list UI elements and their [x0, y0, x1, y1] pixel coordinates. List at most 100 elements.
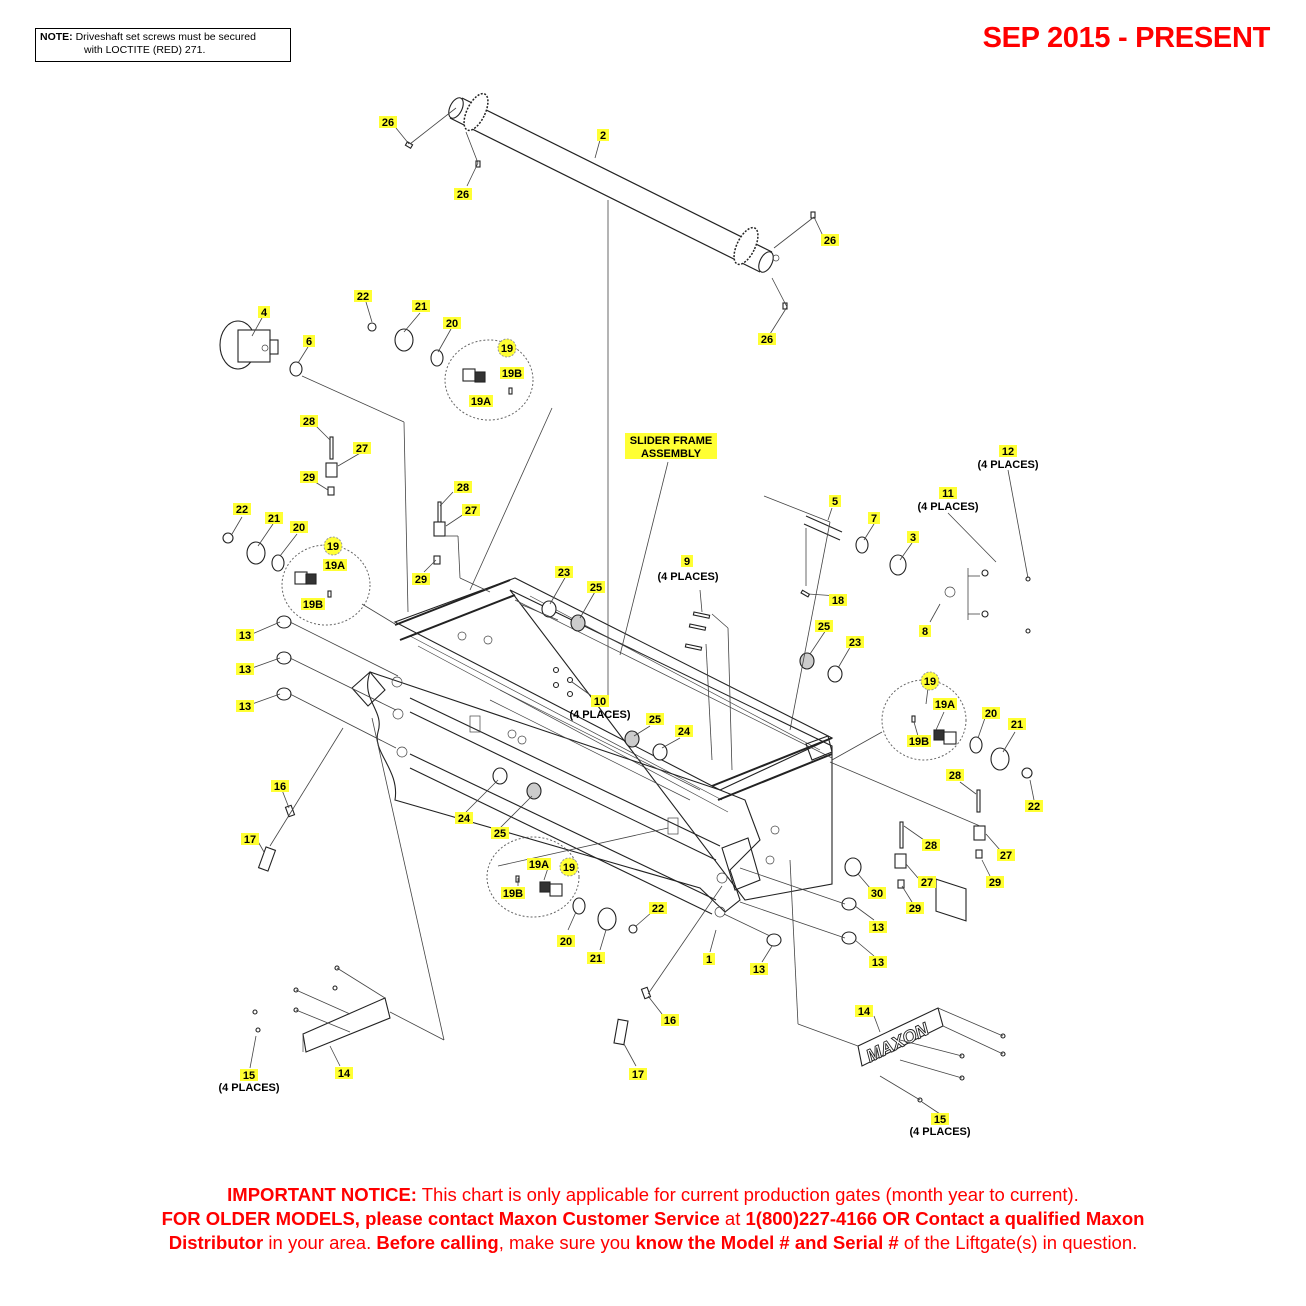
svg-text:24: 24	[458, 813, 471, 825]
callout-22b: 22	[233, 503, 251, 516]
quantity-notes: (4 PLACES) (4 PLACES) (4 PLACES) (4 PLAC…	[218, 459, 1038, 1138]
callout-18: 18	[829, 594, 847, 607]
svg-text:13: 13	[239, 630, 251, 642]
svg-text:26: 26	[761, 334, 773, 346]
callout-23: 23	[555, 566, 573, 579]
cover-plate-left	[252, 965, 391, 1053]
callout-13c: 13	[236, 700, 254, 713]
svg-text:20: 20	[446, 318, 458, 330]
callout-24: 24	[675, 725, 693, 738]
svg-text:13: 13	[753, 964, 765, 976]
important-notice: IMPORTANT NOTICE: This chart is only app…	[0, 1183, 1306, 1255]
callout-19b-d: 19B	[501, 887, 525, 900]
places-note-12: (4 PLACES)	[977, 459, 1038, 471]
callout-27b: 27	[462, 504, 480, 517]
callout-6: 6	[303, 335, 315, 348]
svg-text:6: 6	[306, 336, 312, 348]
callout-16: 16	[271, 780, 289, 793]
callout-24b: 24	[455, 812, 473, 825]
svg-text:13: 13	[239, 701, 251, 713]
svg-text:19B: 19B	[503, 888, 523, 900]
callout-1: 1	[703, 953, 715, 966]
callout-14b: 14	[855, 1005, 873, 1018]
callout-30: 30	[868, 887, 886, 900]
svg-text:19A: 19A	[471, 396, 491, 408]
svg-text:7: 7	[871, 513, 877, 525]
right-drive-stub	[800, 515, 1031, 922]
notice-text-end: of the Liftgate(s) in question.	[898, 1232, 1138, 1253]
sprocket-right	[733, 226, 759, 266]
callout-26b: 26	[454, 188, 472, 201]
svg-text:27: 27	[465, 505, 477, 517]
svg-text:17: 17	[244, 834, 256, 846]
svg-text:21: 21	[268, 513, 280, 525]
svg-text:14: 14	[858, 1006, 871, 1018]
callout-19b-b: 19B	[301, 598, 325, 611]
places-note-11: (4 PLACES)	[917, 501, 978, 513]
callout-25b: 25	[815, 620, 833, 633]
callout-19a-c: 19A	[933, 698, 957, 711]
svg-text:3: 3	[910, 532, 916, 544]
svg-text:26: 26	[382, 117, 394, 129]
svg-text:29: 29	[415, 574, 427, 586]
svg-text:13: 13	[239, 664, 251, 676]
callout-19b: 19	[323, 536, 343, 556]
svg-text:19A: 19A	[529, 859, 549, 871]
callout-20c: 20	[982, 707, 1000, 720]
svg-text:19B: 19B	[303, 599, 323, 611]
callout-27c: 27	[918, 876, 936, 889]
svg-text:17: 17	[632, 1069, 644, 1081]
callout-16b: 16	[661, 1014, 679, 1027]
callout-19a-d: 19A	[527, 858, 551, 871]
callout-9: 9	[681, 555, 693, 568]
callout-25: 25	[587, 581, 605, 594]
callout-13d: 13	[869, 921, 887, 934]
callout-12: 12	[999, 445, 1017, 458]
svg-text:5: 5	[832, 496, 838, 508]
bushings	[492, 600, 862, 877]
assembly-label-line-2: ASSEMBLY	[641, 448, 702, 460]
callout-19a: 19A	[469, 395, 493, 408]
callout-14: 14	[335, 1067, 353, 1080]
callout-19c: 19	[920, 671, 940, 691]
svg-text:15: 15	[243, 1070, 255, 1082]
svg-text:29: 29	[303, 472, 315, 484]
svg-text:19A: 19A	[325, 560, 345, 572]
callout-19b-c: 19B	[907, 735, 931, 748]
svg-text:16: 16	[664, 1015, 676, 1027]
note-label: NOTE:	[40, 31, 73, 43]
svg-text:9: 9	[684, 556, 690, 568]
svg-text:22: 22	[357, 291, 369, 303]
svg-text:11: 11	[942, 488, 954, 500]
notice-phone: 1(800)227-4166 OR Contact a qualified Ma…	[168, 1208, 1145, 1253]
note-line-2: with LOCTITE (RED) 271.	[84, 44, 206, 56]
svg-text:15: 15	[934, 1114, 946, 1126]
svg-text:28: 28	[925, 840, 937, 852]
svg-text:28: 28	[457, 482, 469, 494]
callout-17b: 17	[629, 1068, 647, 1081]
svg-text:10: 10	[594, 696, 606, 708]
notice-older-models: FOR OLDER MODELS, please contact Maxon C…	[161, 1208, 720, 1229]
callout-27: 27	[353, 442, 371, 455]
svg-text:26: 26	[824, 235, 836, 247]
slider-frame-assembly-label: SLIDER FRAME ASSEMBLY	[625, 433, 717, 460]
places-note-10: (4 PLACES)	[569, 709, 630, 721]
bolts	[552, 611, 711, 698]
callout-21b: 21	[265, 512, 283, 525]
svg-text:25: 25	[494, 828, 506, 840]
callout-20b: 20	[290, 521, 308, 534]
svg-text:27: 27	[356, 443, 368, 455]
svg-text:19B: 19B	[909, 736, 929, 748]
notice-text-make-sure: , make sure you	[498, 1232, 636, 1253]
svg-text:8: 8	[922, 626, 928, 638]
svg-text:27: 27	[921, 877, 933, 889]
svg-text:29: 29	[989, 877, 1001, 889]
svg-text:23: 23	[849, 637, 861, 649]
svg-text:22: 22	[652, 903, 664, 915]
notice-before-calling: Before calling	[376, 1232, 499, 1253]
leader-lines	[231, 107, 1035, 1115]
callout-23b: 23	[846, 636, 864, 649]
svg-text:25: 25	[590, 582, 602, 594]
callout-21: 21	[412, 300, 430, 313]
